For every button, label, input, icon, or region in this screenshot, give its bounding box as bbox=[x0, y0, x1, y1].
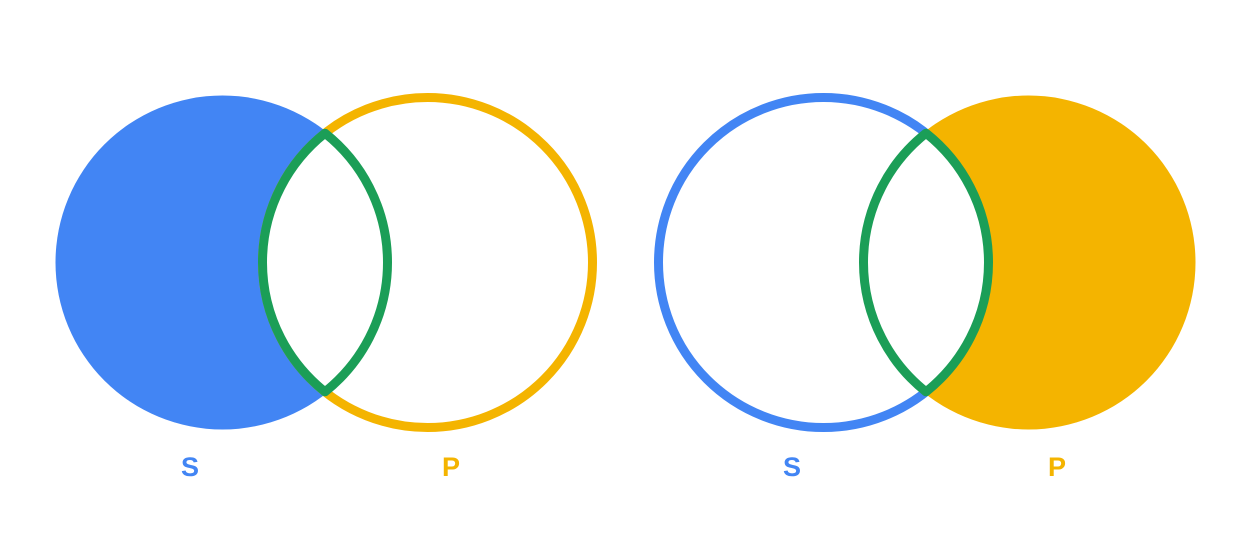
venn-diagram-right: S P bbox=[654, 93, 1196, 482]
p-label: P bbox=[1048, 452, 1066, 482]
p-label: P bbox=[442, 452, 460, 482]
s-label: S bbox=[181, 452, 199, 482]
intersection-lens bbox=[258, 128, 392, 397]
venn-diagram-left: S P bbox=[55, 93, 597, 482]
intersection-lens bbox=[859, 128, 993, 397]
s-label: S bbox=[783, 452, 801, 482]
